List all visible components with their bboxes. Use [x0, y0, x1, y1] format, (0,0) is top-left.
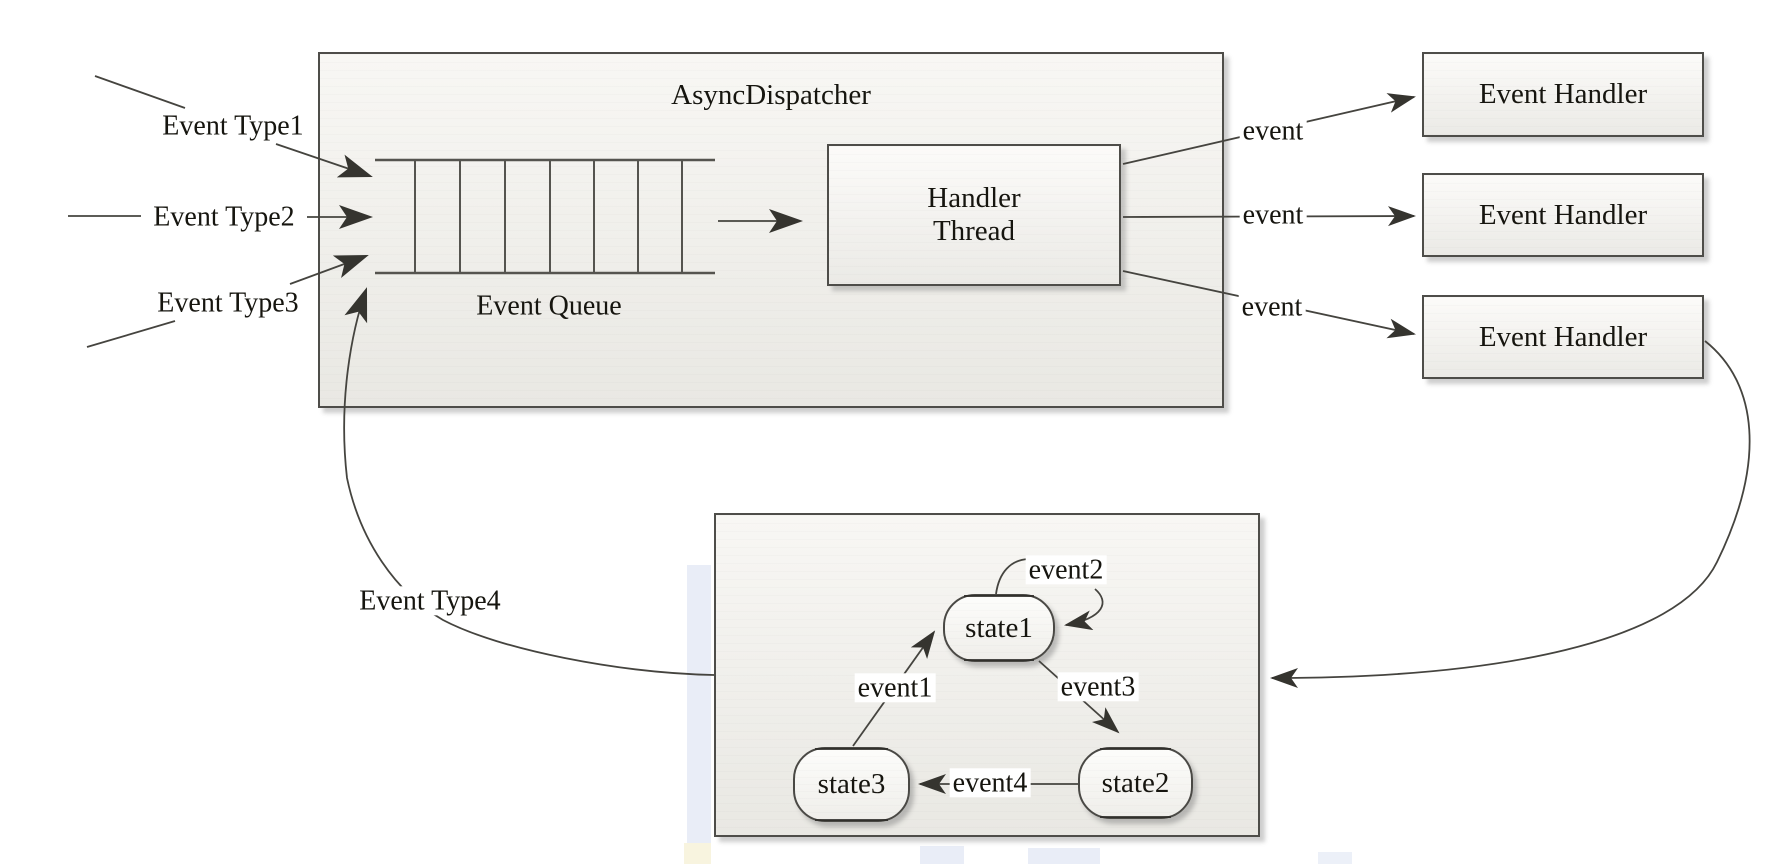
event-queue-label: Event Queue: [476, 290, 622, 322]
watermark-strip: [1028, 848, 1100, 864]
event-type3-arrow: [289, 254, 369, 285]
event-handler-label: Event Handler: [1478, 198, 1648, 231]
watermark-strip: [1318, 852, 1352, 864]
state-label: state3: [817, 768, 886, 800]
event-handler-label: Event Handler: [1478, 78, 1648, 110]
event-queue-graphic: [375, 158, 715, 275]
transition-event2-label: event2: [1025, 555, 1107, 585]
state-node-state2: state2: [1078, 747, 1193, 819]
event-handler-box-3: Event Handler: [1422, 295, 1704, 379]
state-node-state1: state1: [943, 594, 1055, 662]
event-handler-label: Event Handler: [1478, 320, 1648, 353]
event-handler-box-1: Event Handler: [1422, 52, 1704, 137]
event-type1-leader-line: [94, 75, 186, 109]
handler-thread-box: Handler Thread: [827, 144, 1121, 286]
event-edge-label-1: event: [1239, 116, 1307, 146]
event-edge-label-2: event: [1239, 200, 1307, 230]
state-node-state3: state3: [793, 747, 910, 822]
event-type4-label: Event Type4: [356, 586, 504, 616]
event-type1-label: Event Type1: [159, 111, 307, 141]
transition-event1-label: event1: [854, 673, 936, 703]
transition-event3-label: event3: [1057, 672, 1139, 702]
queue-slot-dividers: [414, 160, 683, 273]
watermark-strip: [684, 843, 711, 864]
watermark-strip: [920, 846, 964, 864]
event-type3-label: Event Type3: [154, 288, 302, 318]
transition-event2-loop-out: [995, 558, 1029, 595]
event-type2-label: Event Type2: [150, 202, 298, 232]
handler-thread-label: Handler Thread: [927, 182, 1021, 247]
event-type1-arrow: [275, 143, 373, 178]
handler-to-state-machine-curve: [1270, 340, 1751, 688]
event-handler-box-2: Event Handler: [1422, 173, 1704, 257]
transition-event4-label: event4: [949, 768, 1031, 798]
event-edge-label-3: event: [1238, 292, 1306, 322]
transition-event2-loop-in: [1064, 588, 1104, 631]
state-label: state1: [965, 611, 1033, 644]
event-type3-leader-line: [86, 320, 176, 348]
state-label: state2: [1101, 766, 1170, 799]
async-dispatcher-title: AsyncDispatcher: [671, 78, 871, 111]
event-type4-feedback-curve: [343, 287, 715, 676]
watermark-strip: [687, 565, 711, 843]
